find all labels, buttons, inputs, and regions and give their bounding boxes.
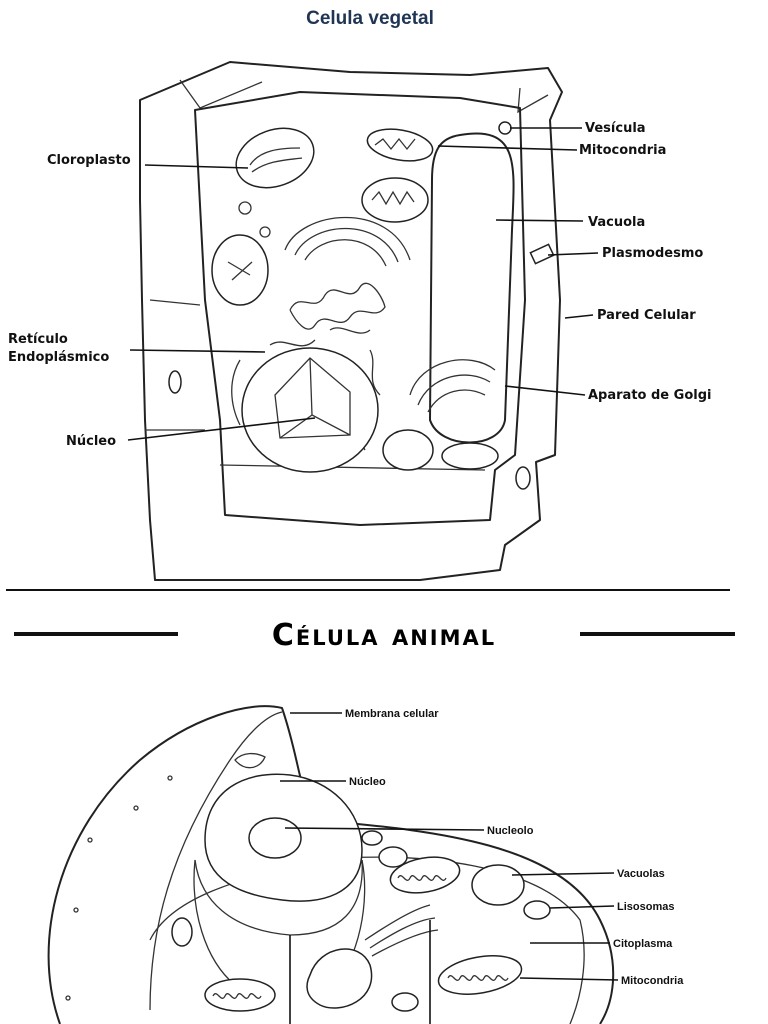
label-aparato-golgi: Aparato de Golgi: [588, 388, 711, 403]
plant-cell-drawing: [127, 61, 599, 581]
label-nucleolo: Nucleolo: [487, 825, 534, 837]
label-reticulo-line2: Endoplásmico: [8, 350, 109, 365]
animal-cell-title: Célula animal: [271, 618, 497, 653]
label-citoplasma: Citoplasma: [613, 938, 673, 950]
label-pared-celular: Pared Celular: [597, 308, 696, 323]
label-vacuolas: Vacuolas: [617, 868, 665, 880]
label-membrana-celular: Membrana celular: [345, 708, 439, 720]
label-cloroplasto: Cloroplasto: [47, 153, 131, 168]
label-lisosomas: Lisosomas: [617, 901, 674, 913]
label-reticulo-line1: Retículo: [8, 332, 68, 347]
label-nucleo-plant: Núcleo: [66, 434, 116, 449]
label-mitocondria-plant: Mitocondria: [579, 143, 666, 158]
label-mitocondria-animal: Mitocondria: [621, 975, 684, 987]
animal-cell-drawing: [47, 705, 619, 1024]
plant-cell-title: Celula vegetal: [306, 8, 434, 29]
label-plasmodesmo: Plasmodesmo: [602, 246, 703, 261]
label-vacuola: Vacuola: [588, 215, 645, 230]
label-vesicula: Vesícula: [585, 121, 646, 136]
label-nucleo-animal: Núcleo: [349, 776, 386, 788]
